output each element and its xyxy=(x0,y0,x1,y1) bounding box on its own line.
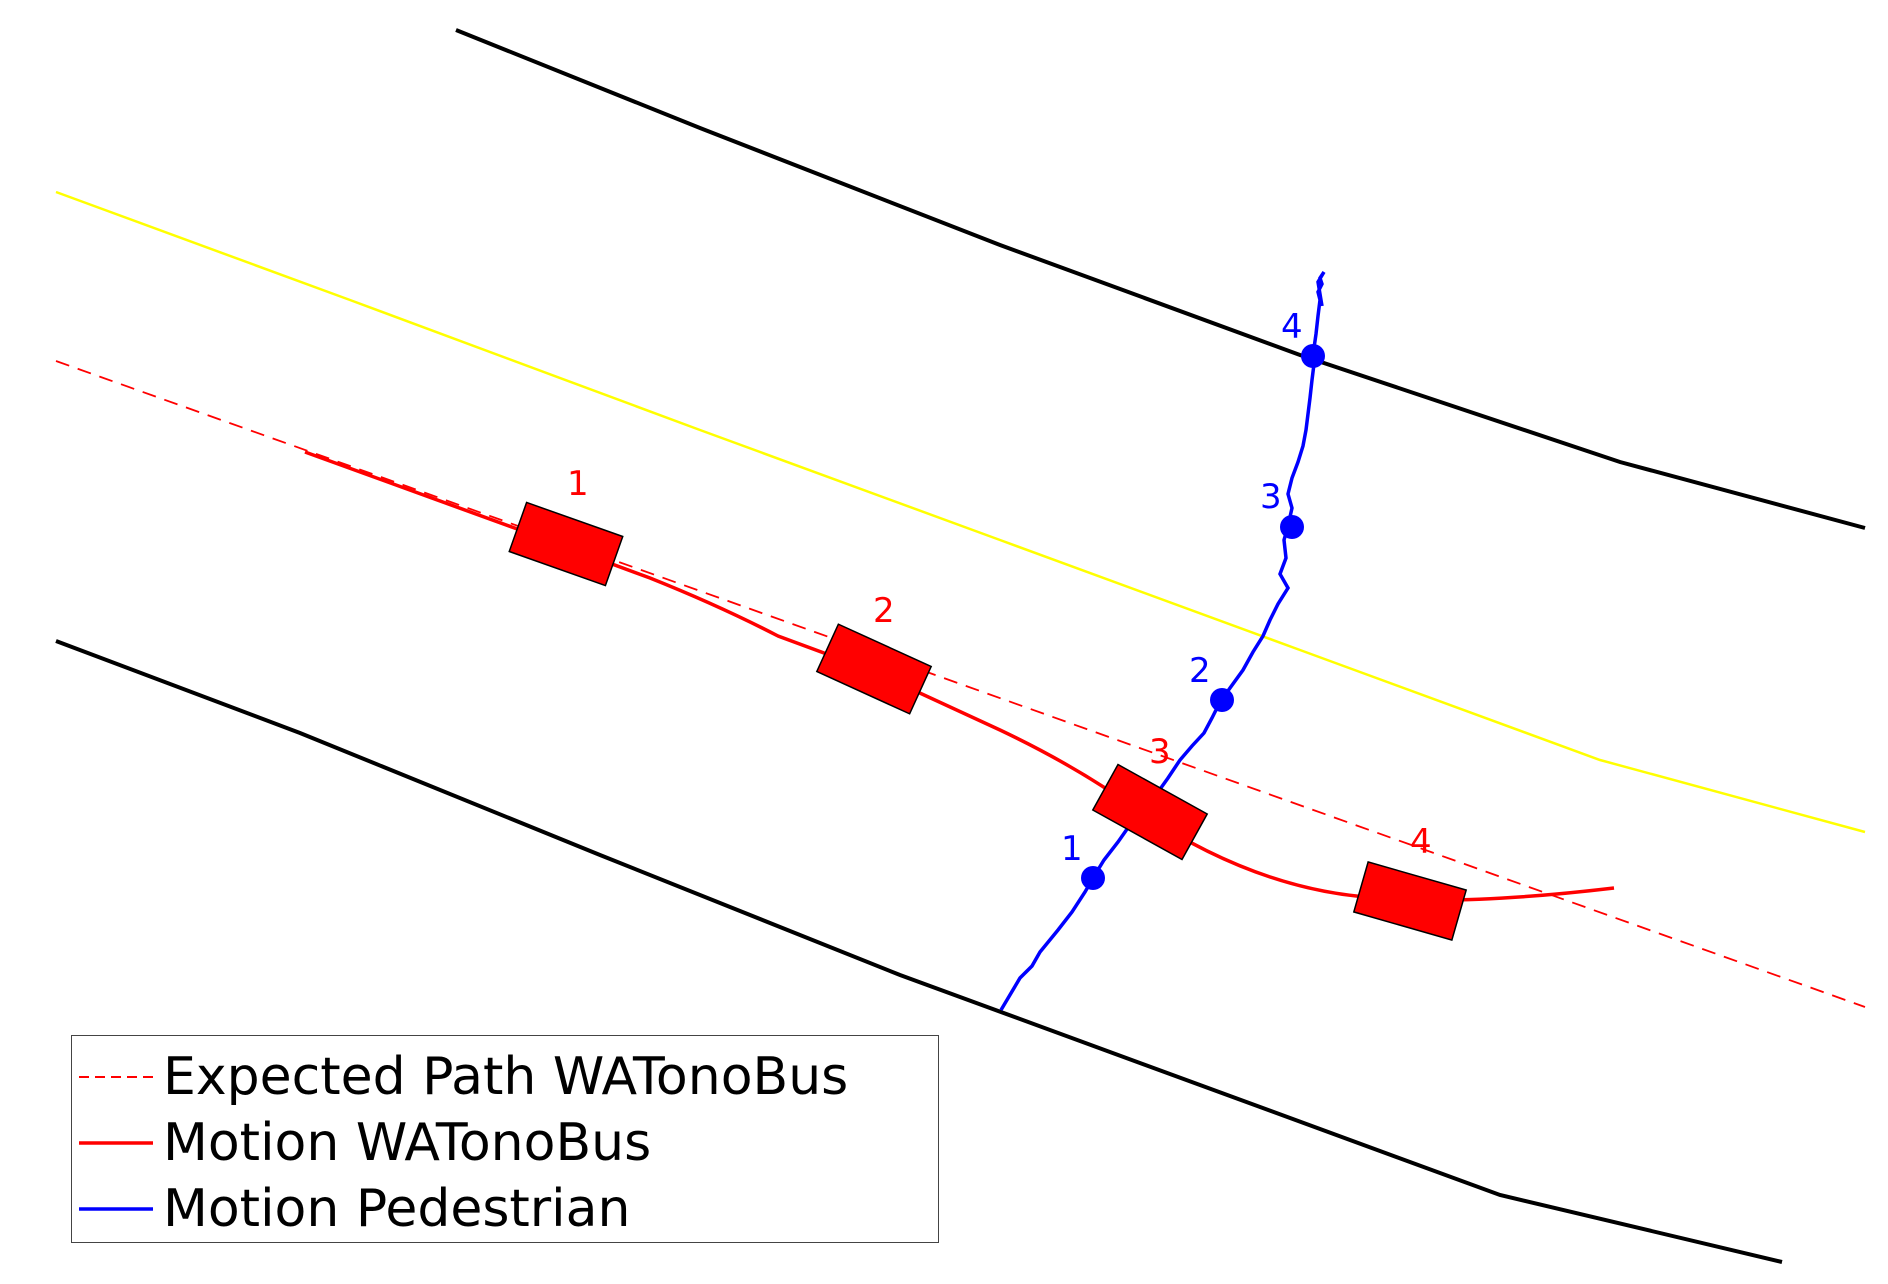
bus-marker-1 xyxy=(508,501,624,587)
bus-label-4: 4 xyxy=(1410,822,1432,862)
legend-item-motion-bus: Motion WATonoBus xyxy=(72,1110,651,1176)
bus-marker-3 xyxy=(1091,763,1209,861)
pedestrian-label-4: 4 xyxy=(1281,307,1303,347)
pedestrian-motion-path xyxy=(999,271,1326,1011)
pedestrian-markers xyxy=(1081,344,1325,890)
pedestrian-label-2: 2 xyxy=(1189,651,1211,691)
legend-item-motion-pedestrian: Motion Pedestrian xyxy=(72,1176,630,1242)
bus-markers xyxy=(508,501,1468,941)
bus-marker-4 xyxy=(1352,861,1468,941)
legend-label: Motion Pedestrian xyxy=(163,1179,631,1239)
bus-label-2: 2 xyxy=(873,591,895,631)
solid-red-line-icon xyxy=(79,1141,153,1145)
bus-label-1: 1 xyxy=(567,464,589,504)
pedestrian-marker-3 xyxy=(1280,515,1304,539)
legend-item-expected-path: Expected Path WATonoBus xyxy=(72,1044,848,1110)
center-line xyxy=(55,190,1866,834)
bus-marker-2 xyxy=(815,623,933,715)
bus-label-3: 3 xyxy=(1149,732,1171,772)
solid-blue-line-icon xyxy=(79,1207,153,1211)
road-edge-top xyxy=(455,28,1866,530)
legend-label: Motion WATonoBus xyxy=(163,1113,652,1173)
legend: Expected Path WATonoBus Motion WATonoBus… xyxy=(71,1035,939,1243)
pedestrian-marker-1 xyxy=(1081,866,1105,890)
pedestrian-label-3: 3 xyxy=(1260,477,1282,517)
pedestrian-marker-4 xyxy=(1301,344,1325,368)
expected-path-line xyxy=(55,360,1866,1008)
road-edge-bottom xyxy=(55,639,1783,1264)
legend-label: Expected Path WATonoBus xyxy=(163,1047,849,1107)
dashed-line-icon xyxy=(79,1076,153,1078)
pedestrian-marker-2 xyxy=(1210,688,1234,712)
pedestrian-label-1: 1 xyxy=(1061,829,1083,869)
